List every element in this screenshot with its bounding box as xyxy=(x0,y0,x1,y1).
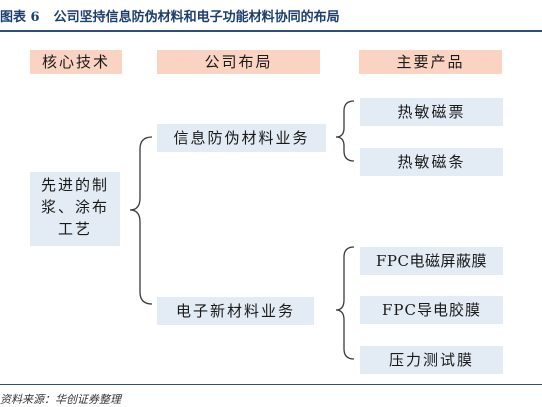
product-conductive-adhesive-film: FPC导电胶膜 xyxy=(360,296,503,324)
bracket-core-to-business xyxy=(129,136,153,305)
header-company-layout: 公司布局 xyxy=(157,50,320,74)
title-rule xyxy=(0,30,542,32)
product-emi-shielding-film: FPC电磁屏蔽膜 xyxy=(360,247,503,275)
figure-title-row: 图表 6 公司坚持信息防伪材料和电子功能材料协同的布局 xyxy=(0,6,340,25)
core-tech-line-2: 浆、涂布 xyxy=(40,198,109,216)
business-electronic: 电子新材料业务 xyxy=(157,297,314,325)
header-main-products: 主要产品 xyxy=(359,50,502,74)
core-tech-line-3: 工艺 xyxy=(57,220,92,238)
core-tech-box: 先进的制 浆、涂布 工艺 xyxy=(30,172,120,246)
figure-label: 图表 6 xyxy=(0,10,40,25)
bracket-anticounterfeit-products xyxy=(335,100,355,162)
product-pressure-test-film: 压力测试膜 xyxy=(360,346,503,374)
business-anticounterfeit: 信息防伪材料业务 xyxy=(157,124,326,152)
product-thermal-magnetic-strip: 热敏磁条 xyxy=(360,148,503,176)
product-thermal-magnetic-ticket: 热敏磁票 xyxy=(360,98,503,126)
header-core-tech: 核心技术 xyxy=(30,50,122,74)
source-note: 资料来源：华创证券整理 xyxy=(0,393,121,406)
bracket-electronic-products xyxy=(335,246,355,360)
core-tech-line-1: 先进的制 xyxy=(40,176,109,194)
figure-title: 公司坚持信息防伪材料和电子功能材料协同的布局 xyxy=(53,10,340,25)
source-rule xyxy=(0,384,542,385)
